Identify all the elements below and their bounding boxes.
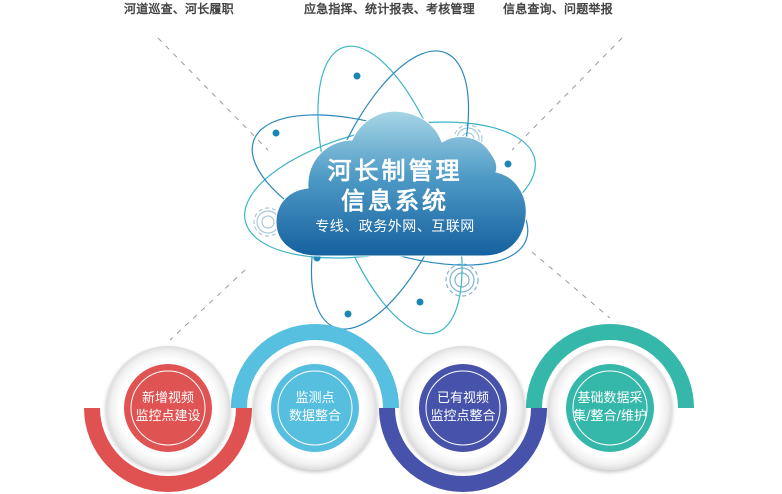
node-4-line1: 基础数据采 xyxy=(577,391,643,406)
arc-teal xyxy=(526,324,694,409)
orbit-dots xyxy=(272,72,512,318)
cloud-label: 河长制管理 信息系统 专线、政务外网、互联网 xyxy=(300,156,490,236)
wave-arcs xyxy=(84,324,694,492)
dashed-line-top-left xyxy=(157,37,269,151)
node-4 xyxy=(548,346,672,470)
arc-light-blue xyxy=(231,324,399,409)
node-3-line2: 监控点整合 xyxy=(430,409,496,424)
dashed-line-top-right xyxy=(511,37,623,151)
node-1-line1: 新增视频 xyxy=(141,391,194,406)
arc-red xyxy=(84,407,252,492)
cloud-shape xyxy=(275,110,527,257)
node-3-line1: 已有视频 xyxy=(436,391,489,406)
node-2-line2: 数据整合 xyxy=(288,409,341,424)
node-1-line2: 监控点建设 xyxy=(135,409,201,424)
top-label-patrol: 河道巡查、河长履职 xyxy=(124,2,234,16)
node-2-line1: 监测点 xyxy=(295,391,335,406)
node-2-label: 监测点 数据整合 xyxy=(267,390,363,426)
node-1 xyxy=(106,346,230,470)
node-3-label: 已有视频 监控点整合 xyxy=(415,390,511,426)
top-label-query: 信息查询、问题举报 xyxy=(503,2,613,16)
dashed-connectors xyxy=(157,37,623,341)
node-4-line2: 集/整合/维护 xyxy=(573,409,647,424)
node-1-label: 新增视频 监控点建设 xyxy=(120,390,216,426)
node-2 xyxy=(253,346,377,470)
arc-indigo xyxy=(379,407,547,492)
top-label-command: 应急指挥、统计报表、考核管理 xyxy=(304,2,475,16)
node-3 xyxy=(401,346,525,470)
cloud-title-line2: 信息系统 xyxy=(341,187,449,215)
node-4-label: 基础数据采 集/整合/维护 xyxy=(562,390,658,426)
dashed-line-bottom-left xyxy=(169,269,246,341)
cloud-title-line1: 河长制管理 xyxy=(327,157,463,185)
cloud-subtitle: 专线、政务外网、互联网 xyxy=(315,219,475,235)
dashed-line-bottom-right xyxy=(531,251,611,319)
